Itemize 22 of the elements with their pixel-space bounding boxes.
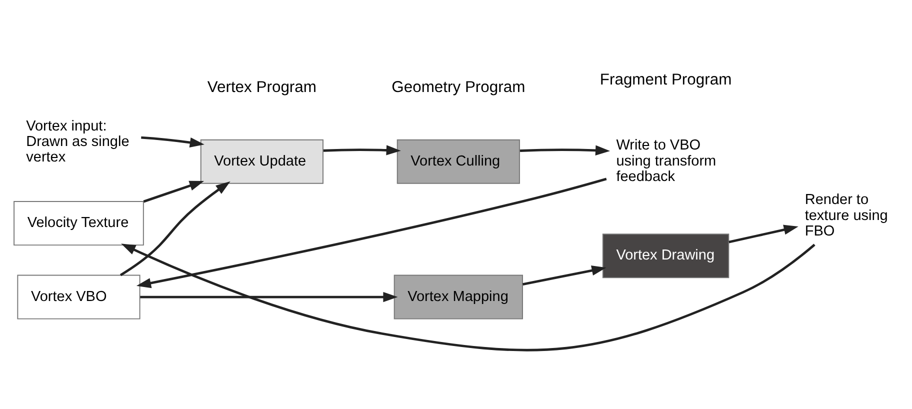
arrow [522,266,606,286]
label: Vertex Program [207,78,316,96]
node-box: Vortex Drawing [602,234,730,278]
arrow [323,145,401,156]
node-box: Vortex VBO [17,274,140,320]
node-box: Vortex Mapping [394,274,523,320]
label: Fragment Program [600,72,732,89]
node-text: Write to VBO using transform feedback [616,138,716,186]
node-box: Vortex Update [200,139,324,184]
arrow [120,181,230,276]
node-box: Velocity Texture [14,201,144,246]
label: Geometry Program [392,78,526,96]
arrow [520,145,610,156]
node-box: Vortex Culling [396,139,520,184]
node-text: Render to texture using FBO [804,192,888,240]
arrow [728,224,798,244]
node-text: Vortex input: Drawn as single vertex [26,118,130,166]
arrow [121,244,816,352]
arrow [136,178,607,288]
arrow [141,136,204,148]
arrow [140,292,398,302]
arrow [143,180,204,203]
